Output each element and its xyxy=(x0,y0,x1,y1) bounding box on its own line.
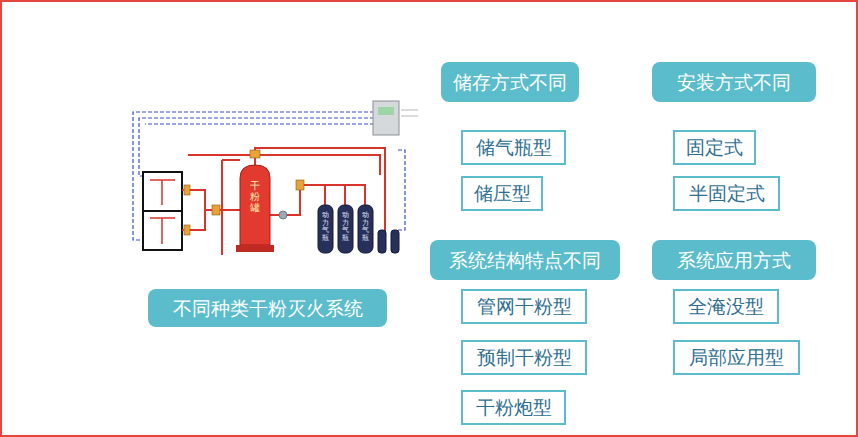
category-heading-box: 系统应用方式 xyxy=(652,240,816,280)
box-text: 管网干粉型 xyxy=(477,295,572,317)
box-text: 系统应用方式 xyxy=(677,249,791,271)
category-item-box: 储气瓶型 xyxy=(461,130,566,165)
box-text: 不同种类干粉灭火系统 xyxy=(173,297,363,319)
box-text: 储压型 xyxy=(474,182,531,204)
category-item-box: 干粉炮型 xyxy=(461,390,566,425)
box-text: 储存方式不同 xyxy=(453,71,567,93)
box-text: 干粉炮型 xyxy=(476,396,552,418)
category-item-box: 预制干粉型 xyxy=(461,340,587,375)
category-item-box: 管网干粉型 xyxy=(461,289,587,324)
category-item-box: 局部应用型 xyxy=(673,340,800,375)
box-text: 储气瓶型 xyxy=(476,136,552,158)
category-heading-box: 不同种类干粉灭火系统 xyxy=(148,289,387,327)
box-text: 预制干粉型 xyxy=(477,346,572,368)
box-text: 系统结构特点不同 xyxy=(449,249,601,271)
box-text: 局部应用型 xyxy=(689,346,784,368)
category-heading-box: 安装方式不同 xyxy=(652,62,816,102)
category-heading-box: 储存方式不同 xyxy=(441,62,579,102)
category-item-box: 全淹没型 xyxy=(673,289,779,324)
box-text: 半固定式 xyxy=(689,182,765,204)
box-text: 安装方式不同 xyxy=(677,71,791,93)
component-label: 动力气瓶 xyxy=(362,212,369,243)
component-label: 干粉罐 xyxy=(250,180,260,213)
category-item-box: 固定式 xyxy=(673,130,756,165)
category-item-box: 半固定式 xyxy=(673,176,780,211)
category-heading-box: 系统结构特点不同 xyxy=(430,240,620,280)
component-label: 动力气瓶 xyxy=(342,212,349,243)
category-item-box: 储压型 xyxy=(461,176,543,211)
component-label: 动力气瓶 xyxy=(322,212,329,243)
box-text: 全淹没型 xyxy=(688,295,764,317)
box-text: 固定式 xyxy=(686,136,743,158)
